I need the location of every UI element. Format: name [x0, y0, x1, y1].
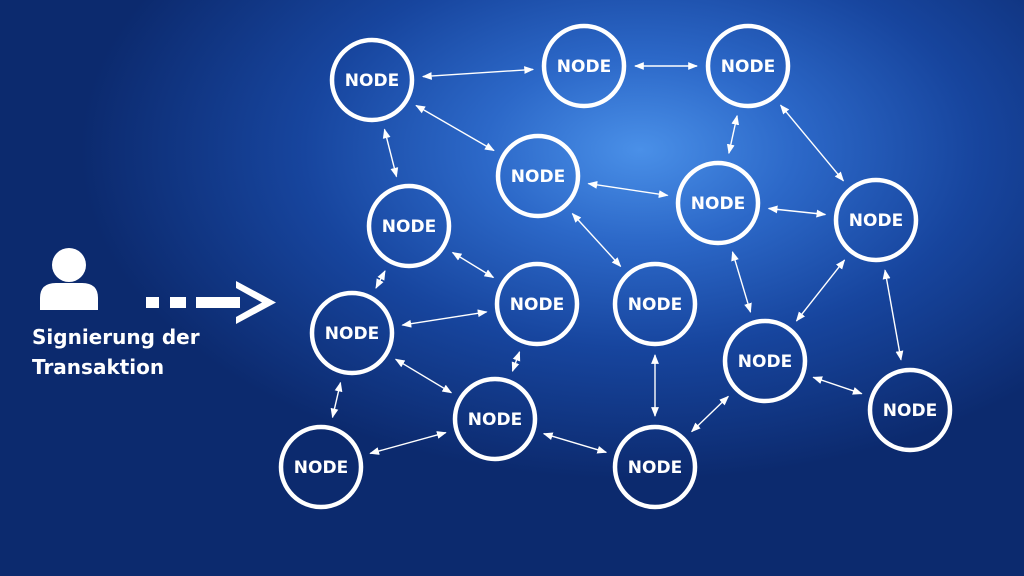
dashed-arrow-right-icon — [146, 281, 276, 324]
edge-n8-n9 — [401, 309, 488, 328]
node-1: NODE — [329, 37, 415, 123]
edge-n8-n11 — [330, 381, 343, 419]
node-7: NODE — [833, 177, 919, 263]
node-11: NODE — [278, 424, 364, 510]
node-label: NODE — [628, 458, 682, 478]
node-3: NODE — [705, 23, 791, 109]
node-circle — [309, 290, 395, 376]
node-circle — [833, 177, 919, 263]
node-2: NODE — [541, 23, 627, 109]
node-label: NODE — [325, 324, 379, 344]
node-label: NODE — [691, 194, 745, 214]
node-circle — [867, 367, 953, 453]
node-9: NODE — [494, 261, 580, 347]
node-13: NODE — [612, 424, 698, 510]
node-circle — [541, 23, 627, 109]
node-label: NODE — [628, 295, 682, 315]
edge-n5-n6 — [587, 181, 669, 198]
node-label: NODE — [738, 352, 792, 372]
edge-n1-n2 — [421, 66, 535, 80]
node-circle — [452, 376, 538, 462]
edge-n1-n5 — [415, 104, 495, 152]
user-icon — [40, 248, 98, 310]
node-label: NODE — [557, 57, 611, 77]
node-label: NODE — [510, 295, 564, 315]
node-label: NODE — [468, 410, 522, 430]
node-label: NODE — [883, 401, 937, 421]
node-circle — [366, 183, 452, 269]
edge-n6-n14 — [731, 250, 752, 314]
caption-line-1: Signierung der — [32, 325, 200, 349]
node-10: NODE — [612, 261, 698, 347]
node-label: NODE — [721, 57, 775, 77]
node-4: NODE — [366, 183, 452, 269]
node-circle — [675, 160, 761, 246]
node-circle — [722, 318, 808, 404]
edge-n3-n6 — [726, 114, 740, 155]
node-circle — [705, 23, 791, 109]
node-label: NODE — [294, 458, 348, 478]
edge-n4-n8 — [375, 270, 386, 289]
edge-n6-n7 — [767, 205, 827, 218]
node-circle — [612, 424, 698, 510]
node-14: NODE — [722, 318, 808, 404]
edge-n12-n13 — [542, 432, 608, 454]
edge-n13-n14 — [690, 395, 730, 433]
node-label: NODE — [511, 167, 565, 187]
edge-n7-n14 — [795, 259, 846, 322]
node-circle — [278, 424, 364, 510]
node-15: NODE — [867, 367, 953, 453]
edge-n7-n15 — [882, 269, 904, 361]
node-6: NODE — [675, 160, 761, 246]
transaction-caption: Signierung der Transaktion — [32, 322, 252, 382]
nodes-layer: NODE NODE NODE NODE NODE NODE NODE NODE NODE NODE… — [278, 23, 953, 510]
node-circle — [329, 37, 415, 123]
edge-n9-n12 — [511, 350, 521, 373]
node-label: NODE — [382, 217, 436, 237]
caption-line-2: Transaktion — [32, 355, 165, 379]
node-circle — [612, 261, 698, 347]
node-label: NODE — [345, 71, 399, 91]
edge-n1-n4 — [382, 128, 399, 178]
node-5: NODE — [495, 133, 581, 219]
node-circle — [495, 133, 581, 219]
edge-n4-n9 — [451, 251, 495, 279]
node-label: NODE — [849, 211, 903, 231]
node-8: NODE — [309, 290, 395, 376]
node-circle — [494, 261, 580, 347]
edge-n3-n7 — [779, 104, 845, 182]
edge-n8-n12 — [394, 358, 453, 394]
edge-n14-n15 — [812, 376, 863, 395]
node-12: NODE — [452, 376, 538, 462]
edge-n5-n10 — [571, 212, 622, 268]
edges-layer — [330, 62, 904, 455]
edge-n11-n12 — [369, 431, 447, 455]
